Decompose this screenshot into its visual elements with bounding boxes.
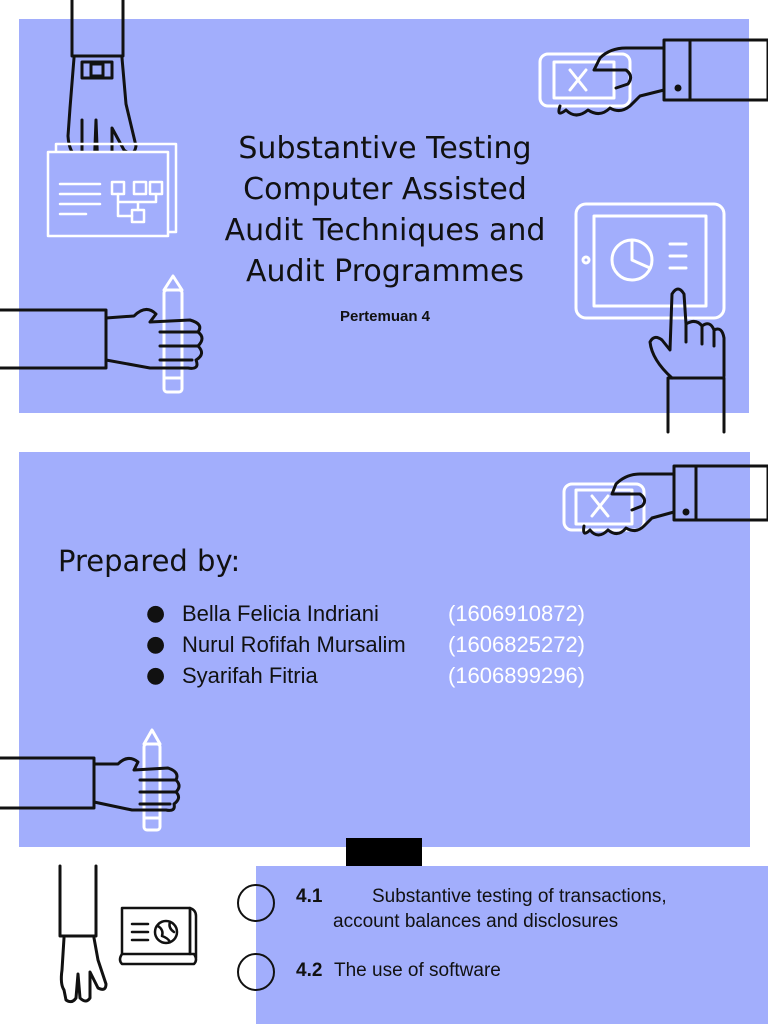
black-bar bbox=[346, 838, 422, 866]
prepared-by-heading: Prepared by: bbox=[58, 544, 241, 578]
title-line-2: Computer Assisted bbox=[243, 172, 527, 207]
author-name: Syarifah Fitria bbox=[182, 663, 318, 688]
document-diagram-icon bbox=[46, 142, 178, 238]
tablet-chart-icon bbox=[574, 202, 726, 320]
hand-holding-pencil-icon bbox=[0, 274, 204, 394]
title-line-3: Audit Techniques and bbox=[224, 213, 546, 248]
author-name: Nurul Rofifah Mursalim bbox=[182, 632, 406, 657]
document-globe-icon bbox=[118, 906, 198, 966]
topic-circle-icon bbox=[237, 953, 275, 991]
hand-with-watch-icon bbox=[58, 864, 108, 1004]
author-name: Bella Felicia Indriani bbox=[182, 601, 379, 626]
topic-text-continued: account balances and disclosures bbox=[333, 911, 619, 932]
slide-subtitle: Pertemuan 4 bbox=[339, 308, 431, 325]
topic-text: The use of software bbox=[334, 960, 501, 981]
topic-item: 4.2 The use of software bbox=[296, 960, 696, 986]
hand-holding-pencil-icon bbox=[0, 728, 181, 832]
author-id: (1606825272) bbox=[448, 632, 586, 657]
topic-number: 4.1 bbox=[296, 886, 323, 907]
topic-item: 4.1 Substantive testing of transactions,… bbox=[296, 886, 756, 936]
bullet-icon: ● bbox=[146, 663, 166, 688]
pointing-hand-icon bbox=[648, 287, 726, 434]
author-id: (1606899296) bbox=[448, 663, 586, 688]
bullet-icon: ● bbox=[146, 632, 166, 657]
hand-holding-phone-icon bbox=[538, 38, 768, 117]
topic-number: 4.2 bbox=[296, 960, 323, 981]
topic-text: Substantive testing of transactions, bbox=[372, 886, 667, 907]
title-line-4: Audit Programmes bbox=[245, 254, 525, 289]
topic-circle-icon bbox=[237, 884, 275, 922]
bullet-icon: ● bbox=[146, 601, 166, 626]
hand-holding-phone-icon bbox=[562, 464, 768, 537]
topics-slide bbox=[256, 866, 768, 1024]
title-line-1: Substantive Testing bbox=[238, 131, 532, 166]
slide-title: Substantive Testing Computer Assisted Au… bbox=[195, 128, 575, 292]
author-id: (1606910872) bbox=[448, 601, 586, 626]
